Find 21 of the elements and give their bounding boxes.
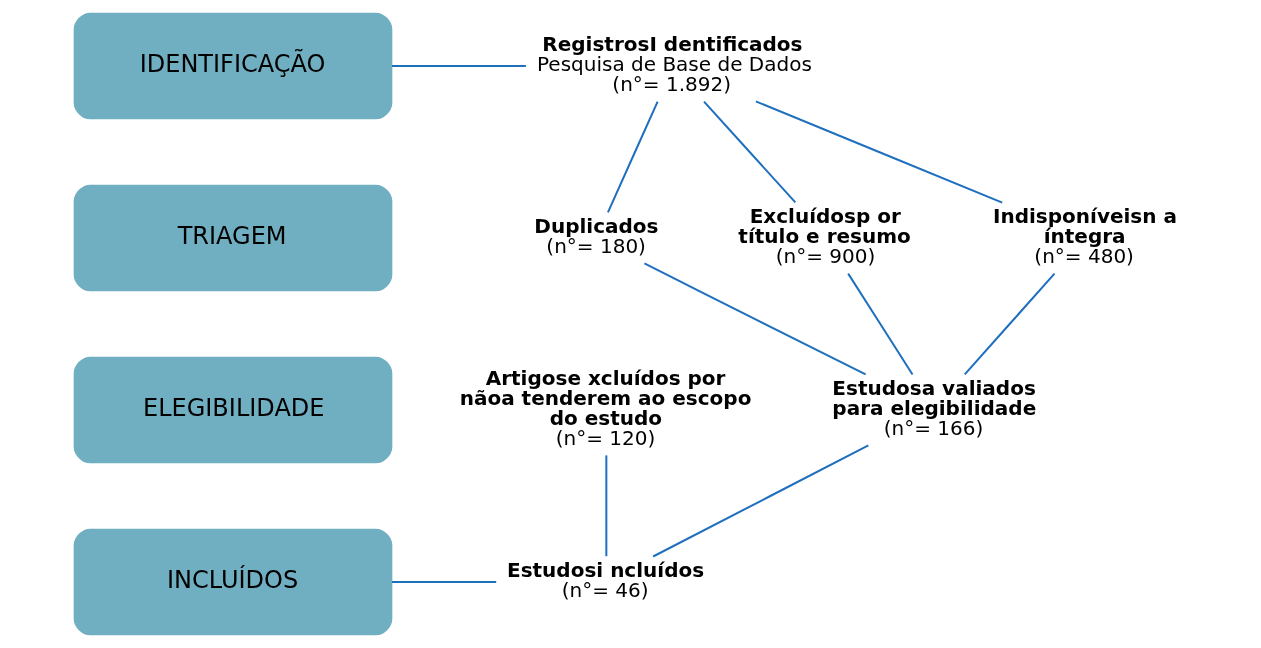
node-text: Estudosa valiados para elegibilidade (n°= 166)	[831, 375, 1036, 440]
node-text: Excluídosp or título e resumo (n°= 900)	[737, 203, 911, 268]
node-text: Duplicados (n°= 180)	[533, 213, 659, 258]
node-text: Estudosi ncluídos (n°= 46)	[506, 557, 704, 602]
node-text: RegistrosI dentificados Pesquisa de Base de Dados (n°= 1.892)	[536, 31, 812, 96]
node-text: Artigose xcluídos por nãoa tenderem ao escopo do estudo (n°= 120)	[459, 365, 751, 450]
node-box: IDENTIFICAÇÃO	[73, 12, 392, 120]
connector	[390, 581, 497, 583]
connector	[702, 100, 796, 204]
node-box: ELEGIBILIDADE	[73, 356, 392, 464]
node-box: TRIAGEM	[73, 184, 392, 292]
node-text: Indisponíveisn a íntegra (n°= 480)	[992, 203, 1177, 268]
connector	[754, 100, 1003, 204]
connector	[642, 262, 867, 376]
connector	[606, 100, 659, 214]
connector	[846, 272, 913, 376]
connector	[604, 454, 607, 558]
node-box: INCLUÍDOS	[73, 528, 392, 636]
connector	[963, 272, 1055, 376]
connector	[390, 65, 527, 67]
connector	[651, 444, 869, 558]
